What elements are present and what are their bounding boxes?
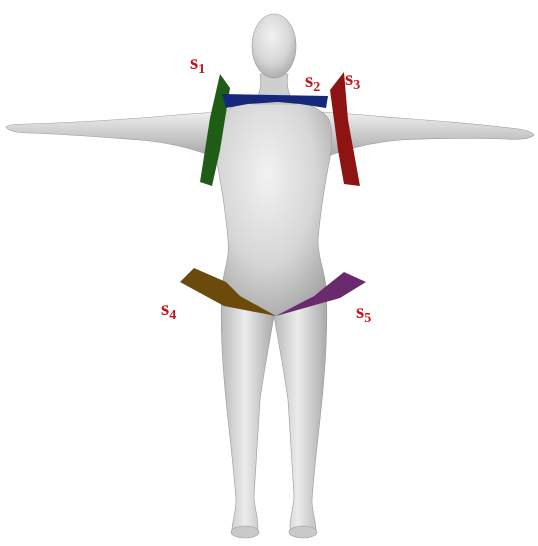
left-leg [221, 286, 274, 533]
mannequin [6, 14, 534, 538]
torso [214, 100, 332, 316]
label-s2: s2 [305, 70, 320, 95]
right-leg [274, 286, 327, 533]
head [252, 14, 296, 78]
label-s5: s5 [356, 301, 371, 326]
left-arm [6, 112, 232, 156]
right-foot [289, 526, 317, 538]
label-s1: s1 [190, 52, 205, 77]
label-s3: s3 [345, 68, 360, 93]
left-foot [231, 526, 259, 538]
label-s4: s4 [161, 298, 176, 323]
